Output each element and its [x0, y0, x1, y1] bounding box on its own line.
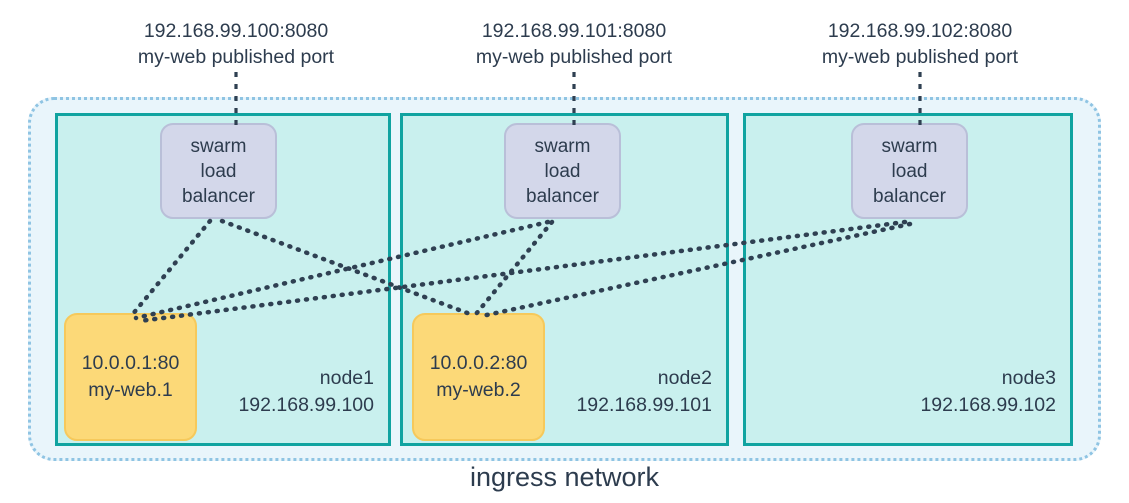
lb-line-3: balancer: [526, 185, 599, 207]
swarm-load-balancer-node3: swarm load balancer: [851, 123, 968, 219]
node-name: node2: [657, 367, 712, 389]
task-container-my-web-1: 10.0.0.1:80 my-web.1: [64, 313, 197, 441]
lb-line-2: load: [200, 160, 237, 182]
published-port-description: my-web published port: [821, 46, 1019, 68]
node-ip: 192.168.99.101: [576, 394, 712, 416]
node-name: node1: [319, 367, 374, 389]
lb-line-1: swarm: [881, 135, 938, 157]
published-port-address: 192.168.99.102:8080: [827, 20, 1013, 42]
node-caption-node2: node2 192.168.99.101: [576, 365, 712, 419]
swarm-load-balancer-node1: swarm load balancer: [160, 123, 277, 219]
task-address: 10.0.0.1:80: [81, 352, 180, 374]
published-port-label-node3: 192.168.99.102:8080 my-web published por…: [812, 18, 1028, 70]
lb-line-2: load: [891, 160, 928, 182]
published-port-address: 192.168.99.101:8080: [481, 20, 667, 42]
published-port-description: my-web published port: [137, 46, 335, 68]
lb-line-1: swarm: [190, 135, 247, 157]
lb-line-3: balancer: [873, 185, 946, 207]
node-ip: 192.168.99.100: [238, 394, 374, 416]
published-port-label-node2: 192.168.99.101:8080 my-web published por…: [466, 18, 682, 70]
lb-line-1: swarm: [534, 135, 591, 157]
ingress-network-label: ingress network: [469, 462, 660, 492]
published-port-description: my-web published port: [475, 46, 673, 68]
task-address: 10.0.0.2:80: [429, 352, 528, 374]
task-container-my-web-2: 10.0.0.2:80 my-web.2: [412, 313, 545, 441]
node-ip: 192.168.99.102: [920, 394, 1056, 416]
node-name: node3: [1001, 367, 1056, 389]
published-port-address: 192.168.99.100:8080: [143, 20, 329, 42]
task-name: my-web.1: [88, 379, 173, 401]
node-caption-node1: node1 192.168.99.100: [238, 365, 374, 419]
swarm-load-balancer-node2: swarm load balancer: [504, 123, 621, 219]
task-name: my-web.2: [436, 379, 521, 401]
lb-line-2: load: [544, 160, 581, 182]
lb-line-3: balancer: [182, 185, 255, 207]
published-port-label-node1: 192.168.99.100:8080 my-web published por…: [128, 18, 344, 70]
node-caption-node3: node3 192.168.99.102: [920, 365, 1056, 419]
